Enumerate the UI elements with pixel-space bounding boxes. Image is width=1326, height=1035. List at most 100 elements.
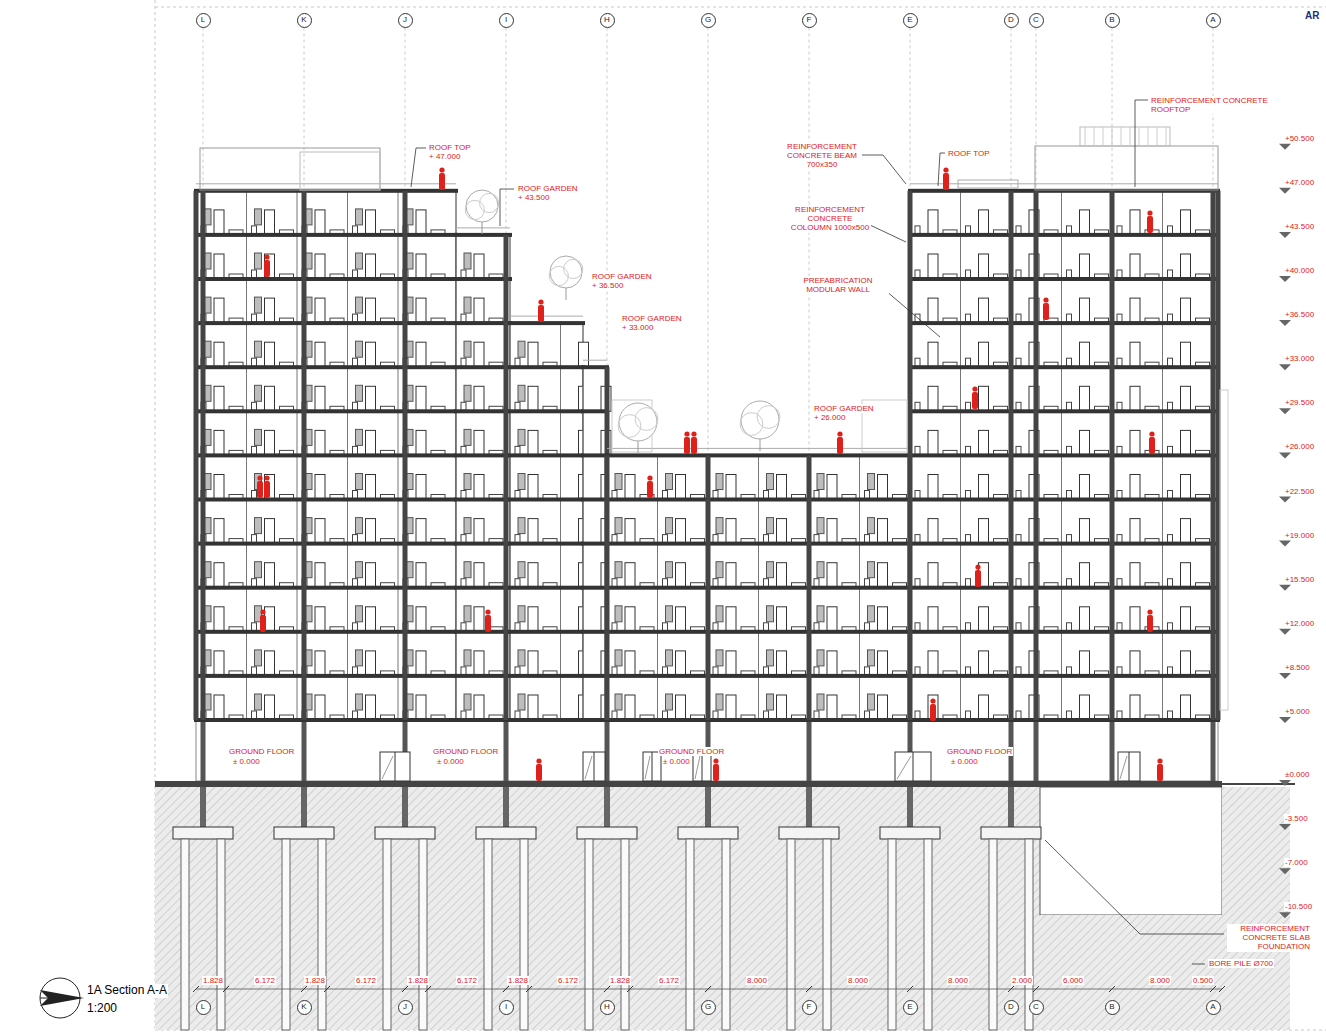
level-marker (1279, 408, 1291, 414)
partition (297, 455, 298, 499)
partition (1061, 455, 1062, 499)
toilet (1117, 711, 1122, 719)
modular-wall-panel (464, 650, 471, 666)
level-marker (1279, 188, 1291, 194)
person-figure (439, 167, 444, 172)
floor-slab (454, 498, 512, 502)
door-leaf (913, 752, 914, 781)
tree-crown (465, 200, 484, 219)
toilet (1168, 535, 1173, 543)
partition (246, 279, 247, 323)
dimension-tick (324, 986, 330, 992)
level-marker (1279, 276, 1291, 282)
floor-slab (508, 409, 585, 413)
roof-structure (200, 148, 380, 190)
door-leaf (702, 752, 703, 781)
partition (657, 544, 658, 588)
door (625, 563, 635, 588)
tree-crown (549, 266, 568, 285)
partition (297, 500, 298, 544)
partition (398, 323, 399, 367)
grid-bubble: E (903, 13, 918, 28)
ground-floor-label: ± 0.000 (950, 757, 979, 766)
partition (510, 411, 511, 455)
callout-note: REINFORCEMENT CONCRETE ROOFTOP (1150, 96, 1277, 114)
partition (398, 500, 399, 544)
grid-bubble: A (1206, 1000, 1221, 1015)
modular-wall-panel (518, 562, 525, 578)
rail-post (1085, 127, 1086, 146)
person-figure (264, 260, 270, 277)
column (605, 367, 610, 720)
floor-slab (454, 277, 512, 281)
column (201, 720, 206, 781)
person-figure (930, 704, 936, 721)
column (1009, 191, 1014, 720)
grid-letter: D (1008, 16, 1014, 24)
elevation-value: -10.500 (1284, 902, 1313, 911)
partition (859, 632, 860, 676)
partition (657, 455, 658, 499)
partition (560, 632, 561, 676)
dimension: 2.000 (1011, 976, 1033, 985)
person-figure (972, 392, 978, 409)
partition (347, 632, 348, 676)
pile-cap (173, 827, 233, 839)
toilet (353, 667, 358, 675)
toilet (515, 446, 520, 454)
door (777, 695, 787, 720)
bore-pile (686, 839, 694, 1030)
partition (1061, 500, 1062, 544)
toilet (1168, 711, 1173, 719)
level-annotation: + 47.000 (428, 152, 461, 161)
partition (456, 411, 457, 455)
door (416, 386, 426, 411)
modular-wall-panel (464, 297, 471, 313)
facade-fin (1220, 390, 1228, 710)
floor-slab (508, 498, 585, 502)
grid-bubble: D (1004, 13, 1019, 28)
toilet (1168, 402, 1173, 410)
toilet (1016, 535, 1021, 543)
partition (583, 632, 584, 676)
elevation-value: -7.000 (1284, 858, 1309, 867)
rail-post (1112, 127, 1113, 146)
partition (347, 455, 348, 499)
callout-note: REINFORCEMENT CONCRETE COLOUMN 1000x500 (789, 205, 871, 233)
modular-wall-panel (356, 385, 363, 401)
partition (1061, 588, 1062, 632)
toilet (515, 402, 520, 410)
level-annotation: + 43.500 (517, 193, 550, 202)
level-marker (1279, 585, 1291, 591)
level-annotation: ROOF GARDEN (517, 184, 579, 193)
grid-letter: J (403, 1003, 407, 1011)
partition (510, 544, 511, 588)
partition (510, 367, 511, 411)
door (265, 254, 275, 279)
dimension: 8.000 (847, 976, 869, 985)
partition (960, 500, 961, 544)
toilet (353, 226, 358, 234)
person-figure (1157, 764, 1163, 781)
modular-wall-panel (255, 694, 262, 710)
door (366, 254, 376, 279)
door-glass (897, 756, 911, 779)
soil-hatch (1040, 915, 1222, 1030)
modular-wall-panel (356, 562, 363, 578)
toilet (1168, 270, 1173, 278)
callout-note: PREFABRICATION MODULAR WALL (787, 276, 889, 294)
partition (583, 367, 584, 411)
bore-pile (318, 839, 326, 1030)
person-figure (943, 173, 949, 190)
toilet (461, 535, 466, 543)
floor-slab (194, 498, 458, 502)
modular-wall-panel (464, 606, 471, 622)
door (979, 342, 989, 367)
door (214, 607, 224, 632)
toilet (915, 667, 920, 675)
partition (297, 676, 298, 720)
door (315, 607, 325, 632)
door (315, 695, 325, 720)
person-figure (684, 437, 690, 454)
door (366, 342, 376, 367)
